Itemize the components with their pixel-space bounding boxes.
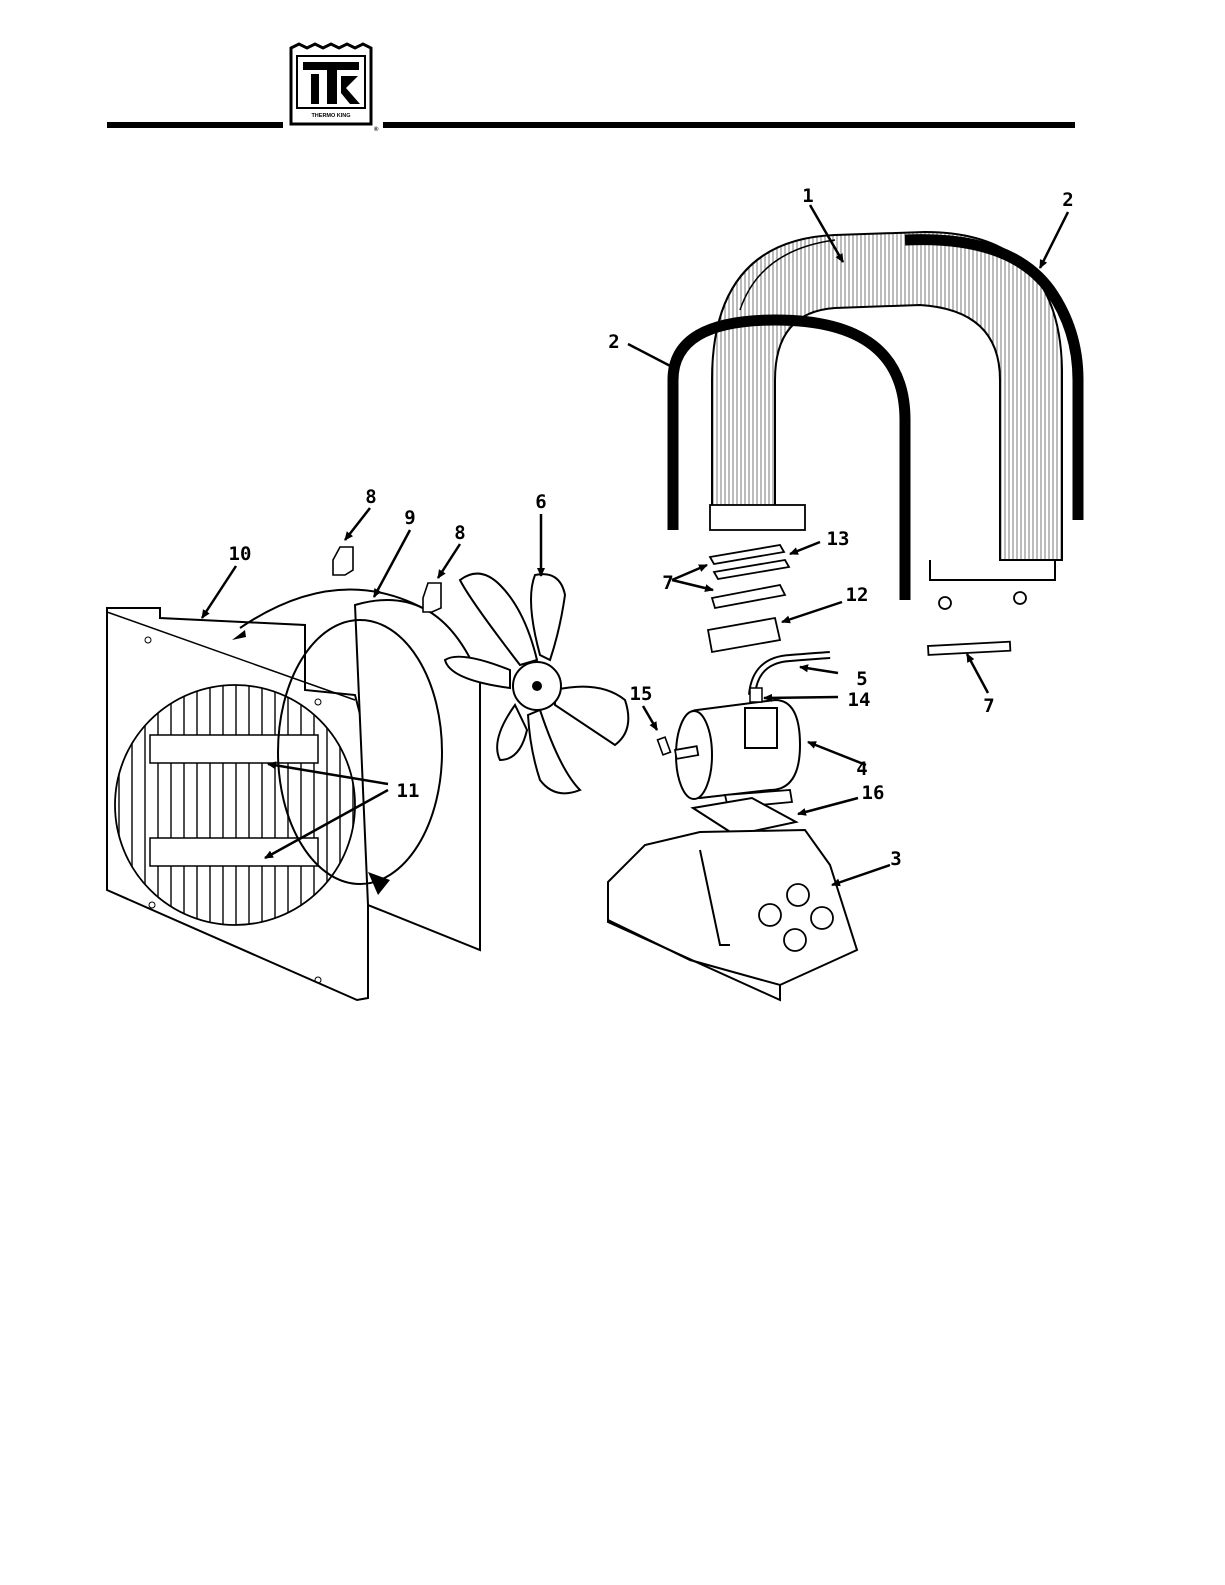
callout-9: 9 xyxy=(404,507,415,529)
logo-registered-mark: ® xyxy=(374,126,379,133)
callout-6: 6 xyxy=(535,491,546,513)
callout-3: 3 xyxy=(890,848,901,870)
callout-11: 11 xyxy=(397,780,420,802)
callout-13: 13 xyxy=(827,528,850,550)
coil-tube-stub xyxy=(1014,592,1026,604)
callout-12: 12 xyxy=(846,584,869,606)
fan-shroud xyxy=(107,608,368,1000)
logo-brand-text: THERMO KING xyxy=(311,113,350,119)
callout-7-left: 7 xyxy=(662,572,673,594)
motor-mount xyxy=(608,830,857,1000)
callout-5: 5 xyxy=(856,668,867,690)
callout-1: 1 xyxy=(802,185,813,207)
thermo-king-logo: THERMO KING ® xyxy=(291,44,379,133)
callout-16: 16 xyxy=(862,782,885,804)
callout-15: 15 xyxy=(630,683,653,705)
callout-2-front: 2 xyxy=(608,331,619,353)
end-plate-front xyxy=(673,320,905,600)
header: THERMO KING ® xyxy=(107,44,1075,133)
coil-tube-stub xyxy=(939,597,951,609)
callout-10: 10 xyxy=(229,543,252,565)
callout-14: 14 xyxy=(848,689,871,711)
callout-7-right: 7 xyxy=(983,695,994,717)
callout-8-right: 8 xyxy=(454,522,465,544)
callout-8-left: 8 xyxy=(365,486,376,508)
motor-shaft-key xyxy=(658,737,671,755)
header-rule-left xyxy=(107,122,283,128)
fan-motor xyxy=(675,655,830,808)
callout-2-rear: 2 xyxy=(1062,189,1073,211)
callout-4: 4 xyxy=(856,758,867,780)
header-rule-right xyxy=(383,122,1075,128)
